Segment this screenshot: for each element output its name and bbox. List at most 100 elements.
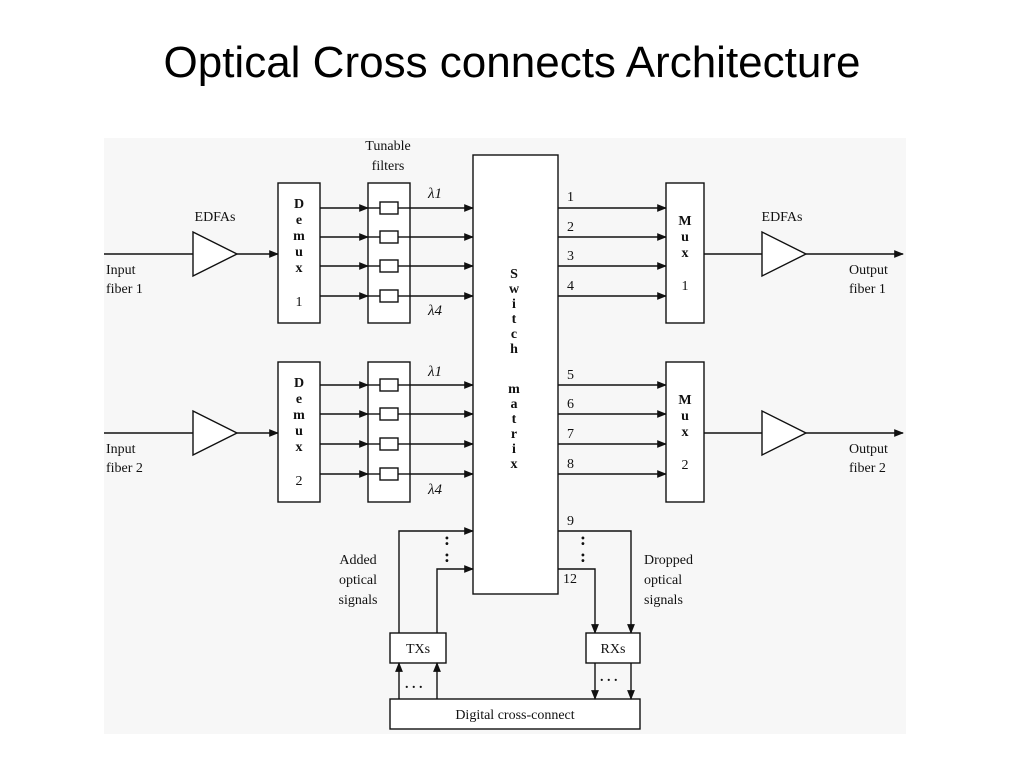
switch-letter: i [512,297,516,312]
lambda-4-label-top: λ4 [427,303,442,319]
edfa-amplifier-out-1 [761,230,808,278]
edfa-amplifier-in-1 [192,230,239,278]
dropped-dots-upper: : [580,529,586,549]
edfa-amplifier-out-2 [761,409,808,457]
matrix-letter: x [511,457,518,472]
demux-2-letter: e [296,392,302,407]
dropped-signals-lines [558,530,635,634]
rxs-label: RXs [601,642,626,657]
matrix-letter: m [508,382,520,397]
filter-element [379,289,399,303]
dropped-dots-lower: : [580,546,586,566]
input-fiber-1-label-line2: fiber 1 [106,282,143,297]
port-number: 5 [567,368,574,383]
lambda-4-label-bottom: λ4 [427,482,442,498]
tunable-filters-label-line2: filters [372,159,405,174]
demux-2-number: 2 [296,474,303,489]
filter-element [379,201,399,215]
lambda-1-label-bottom: λ1 [427,364,442,380]
demux-1-label: D e m u x 1 [293,197,305,310]
edfa-amplifier-in-2 [192,409,239,457]
port-numbers: 1 2 3 4 5 6 7 8 9 12 [563,190,577,587]
dcc-links [395,662,635,700]
mux-2-label: M u x 2 [678,393,691,473]
mux-2-box [665,361,705,503]
dropped-signals-label-line3: signals [644,593,683,608]
demux-1-letter: m [293,229,305,244]
demux-1-letter: e [296,213,302,228]
switch-letter: t [512,312,517,327]
added-signals-label-line1: Added [339,553,376,568]
matrix-letter: i [512,442,516,457]
mux-1-letter: x [682,246,689,261]
input-fiber-2-label-line2: fiber 2 [106,461,143,476]
demux-2-letter: u [295,424,303,439]
filter-element [379,259,399,273]
digital-cross-connect-box [389,698,641,730]
mux-1-letter: M [678,214,691,229]
tunable-filters-label-line1: Tunable [365,139,410,154]
output-fiber-2-group [704,409,904,457]
txs-box [389,632,447,664]
mux-2-number: 2 [682,458,689,473]
port-number: 8 [567,457,574,472]
wavelength-lines-group-2 [320,378,474,481]
wavelength-lines-group-1 [320,201,474,303]
output-fiber-2-label-line1: Output [849,442,888,457]
port-number: 7 [567,427,574,442]
input-fiber-1-group [104,230,279,278]
matrix-letter: t [512,412,517,427]
port-number: 12 [563,572,577,587]
port-number: 3 [567,249,574,264]
switch-matrix-label: S w i t c h m a t r i x [508,267,520,472]
switch-letter: S [510,267,518,282]
optical-cross-connect-diagram: Tunable filters EDFAs EDFAs Input fiber … [104,138,906,734]
mux-2-letter: u [681,409,689,424]
demux-2-letter: D [294,376,304,391]
filter-element [379,378,399,392]
matrix-letter: a [511,397,518,412]
filter-element [379,230,399,244]
output-fiber-1-group [704,230,904,278]
edfas-left-label: EDFAs [195,210,236,225]
lambda-1-label-top: λ1 [427,186,442,202]
slide-title: Optical Cross connects Architecture [163,38,861,87]
demux-1-letter: D [294,197,304,212]
demux-1-letter: x [296,261,303,276]
demux-1-letter: u [295,245,303,260]
output-fiber-1-label-line2: fiber 1 [849,282,886,297]
port-number: 9 [567,514,574,529]
edfas-right-label: EDFAs [762,210,803,225]
port-number: 2 [567,220,574,235]
input-fiber-2-label-line1: Input [106,442,136,457]
filter-element [379,437,399,451]
dropped-signals-label-line1: Dropped [644,553,693,568]
mux-1-label: M u x 1 [678,214,691,294]
switch-matrix-box [472,154,559,595]
txs-label: TXs [406,642,430,657]
added-signals-lines [398,527,474,636]
rxs-box [585,632,641,664]
mux-1-letter: u [681,230,689,245]
txs-dots: . . . [405,677,423,692]
mux-1-number: 1 [682,279,689,294]
switch-letter: h [510,342,518,357]
switch-letter: w [509,282,520,297]
port-number: 4 [567,279,574,294]
diagram: Tunable filters EDFAs EDFAs Input fiber … [104,138,906,734]
dropped-signals-label-line2: optical [644,573,682,588]
matrix-letter: r [511,427,517,442]
demux-2-label: D e m u x 2 [293,376,305,489]
switch-to-mux-lines [558,204,667,478]
digital-cross-connect-label: Digital cross-connect [455,708,574,723]
added-signals-label-line2: optical [339,573,377,588]
output-fiber-2-label-line2: fiber 2 [849,461,886,476]
demux-2-box [277,361,321,503]
demux-2-letter: x [296,440,303,455]
added-signals-label-line3: signals [339,593,378,608]
rxs-dots: . . . [600,670,618,685]
added-dots-lower: : [444,546,450,566]
port-number: 1 [567,190,574,205]
input-fiber-1-label-line1: Input [106,263,136,278]
mux-2-letter: M [678,393,691,408]
